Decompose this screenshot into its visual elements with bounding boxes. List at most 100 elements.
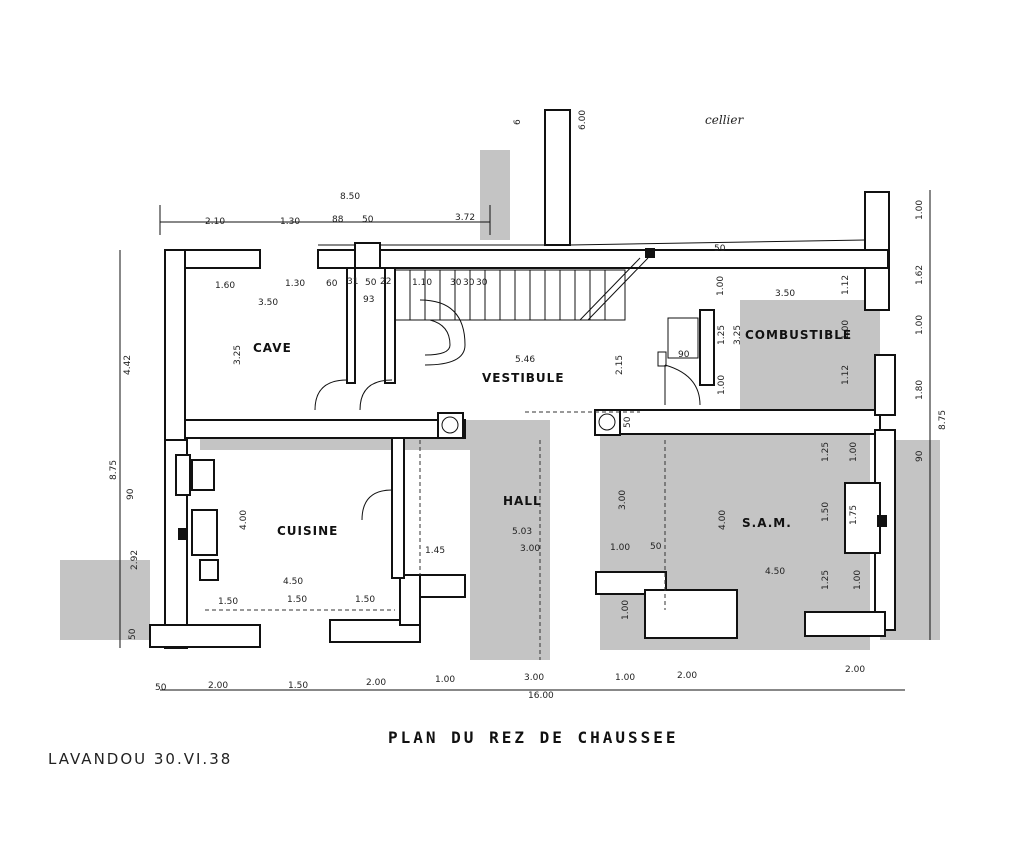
dim-label: 50 [365,278,377,288]
dim-label: 50 [623,416,633,428]
hall-dimensions: 1.45 5.03 3.00 1.00 50 [425,527,662,556]
dim-label: 6 [513,119,523,125]
room-label-sam: S.A.M. [742,516,792,530]
room-label-combustible: COMBUSTIBLE [745,328,852,342]
dim-label: 2.00 [677,671,697,681]
room-label-cuisine: CUISINE [277,524,338,538]
vestibule-dimensions: 5.46 2.15 [515,355,625,375]
dim-label: 8.75 [109,460,119,480]
dim-label: 1.12 [841,365,851,385]
left-dimensions: 4.42 8.75 90 2.92 50 [109,355,140,640]
dim-label: 1.00 [853,570,863,590]
dim-label: 3.25 [233,345,243,365]
dim-label: 2.15 [615,355,625,375]
dim-label: 8.75 [938,410,948,430]
dim-label: 1.00 [849,442,859,462]
top-note: cellier 6.00 6 [513,110,744,130]
dim-label: 50 [714,244,726,254]
room-labels: CAVE VESTIBULE COMBUSTIBLE CUISINE HALL … [253,328,852,538]
dim-label: 2.00 [366,678,386,688]
dim-label: 5.03 [512,527,532,537]
dim-label: 1.50 [821,502,831,522]
dim-label: 90 [678,350,690,360]
dim-label: 1.60 [215,281,235,291]
plan-title: PLAN DU REZ DE CHAUSSEE [388,728,679,747]
dim-label: 2.00 [208,681,228,691]
columns [178,242,887,540]
dim-label: 4.50 [765,567,785,577]
dim-label: 2.10 [205,217,225,227]
cuisine-dimensions: 4.00 4.50 1.50 1.50 1.50 [218,510,375,607]
dim-label: 1.62 [915,265,925,285]
combustible-dimensions: 3.50 1.00 1.25 3.25 90 1.12 1.00 1.12 1.… [623,275,851,428]
cave-dimensions: 1.60 1.30 60 31 50 22 1.10 30 30 30 3.50… [215,277,488,365]
doors [314,364,701,521]
dim-label: 16.00 [528,691,554,701]
dim-label: 4.42 [123,355,133,375]
dim-label: 1.50 [218,597,238,607]
dim-label: 4.00 [239,510,249,530]
room-label-cave: CAVE [253,341,292,355]
dim-label: 22 [380,277,391,287]
dim-label: 2.00 [845,665,865,675]
dim-label: 1.00 [610,543,630,553]
dim-label: 50 [362,215,374,225]
scan-speckle [60,150,940,660]
cellier-walls [318,109,890,311]
dim-label: 50 [155,683,167,693]
dim-label: 1.00 [435,675,455,685]
dim-label: 1.25 [717,325,727,345]
walls [149,249,896,649]
dim-label: 1.00 [716,276,726,296]
dim-label: 1.75 [849,505,859,525]
dim-label: 3.72 [455,213,475,223]
dim-label: 1.00 [841,320,851,340]
dim-label: 1.30 [285,279,305,289]
dim-label: 1.50 [288,681,308,691]
dim-label: 1.00 [915,200,925,220]
room-label-vestibule: VESTIBULE [482,371,565,385]
dim-label: 3.50 [775,289,795,299]
dim-label: 1.45 [425,546,445,556]
dim-label: 1.25 [821,570,831,590]
dim-label: 50 [650,542,662,552]
staircase [394,248,655,366]
dim-label: 4.00 [718,510,728,530]
dim-label: 31 [347,277,358,287]
dim-label: 1.30 [280,217,300,227]
dim-label: 90 [915,450,925,462]
dim-label: 2.92 [130,550,140,570]
dim-label: 3.00 [520,544,540,554]
cellier-label: cellier [705,113,744,127]
dim-label: 3.00 [618,490,628,510]
dimension-lines [119,190,931,691]
top-dimensions: 8.50 2.10 1.30 88 50 3.72 50 [205,192,726,254]
dim-label: 1.00 [615,673,635,683]
date-stamp: LAVANDOU 30.VI.38 [48,750,232,768]
dim-label: 90 [126,488,136,500]
dim-label: 8.50 [340,192,360,202]
dim-label: 6.00 [578,110,588,130]
dim-label: 93 [363,295,374,305]
dim-label: 4.50 [283,577,303,587]
dim-label: 3.00 [524,673,544,683]
dim-label: 5.46 [515,355,535,365]
dim-label: 30 [450,278,462,288]
dim-label: 1.00 [621,600,631,620]
room-label-hall: HALL [503,494,542,508]
dim-label: 1.50 [355,595,375,605]
dim-label: 1.80 [915,380,925,400]
fixtures [205,317,699,660]
dim-label: 88 [332,215,344,225]
dim-label: 30 [463,278,475,288]
sam-dimensions: 3.00 4.00 4.50 1.25 1.00 1.50 1.75 1.25 … [618,442,863,620]
dim-label: 3.25 [733,325,743,345]
dim-label: 1.00 [717,375,727,395]
dim-label: 3.50 [258,298,278,308]
dim-label: 50 [128,628,138,640]
dim-label: 1.10 [412,278,432,288]
dim-label: 1.25 [821,442,831,462]
dim-label: 1.00 [915,315,925,335]
right-dimensions: 1.00 1.62 1.00 1.80 8.75 90 [915,200,948,462]
